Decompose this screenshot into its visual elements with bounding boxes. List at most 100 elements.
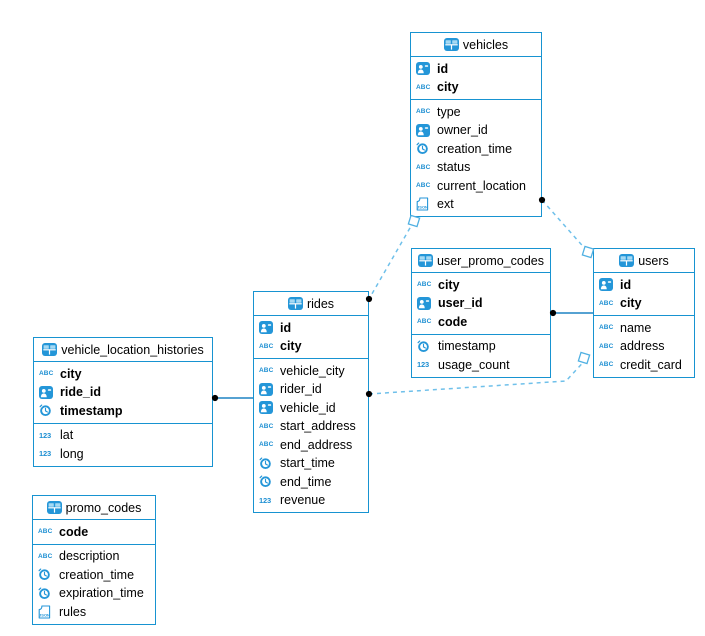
column-timestamp[interactable]: timestamp: [412, 337, 550, 356]
column-timestamp[interactable]: timestamp: [34, 402, 212, 421]
column-name-label: type: [437, 104, 461, 119]
table-header[interactable]: vehicles: [411, 33, 541, 57]
column-start_time[interactable]: start_time: [254, 454, 368, 473]
column-current_location[interactable]: ABC current_location: [411, 177, 541, 196]
column-name-label: revenue: [280, 493, 326, 508]
table-grid-icon: [42, 343, 58, 356]
timestamp-clock-type-icon: [417, 339, 434, 353]
column-owner_id[interactable]: owner_id: [411, 121, 541, 140]
column-user_id[interactable]: user_id: [412, 294, 550, 313]
abc-glyph-label: ABC: [259, 441, 274, 449]
column-name-label: address: [620, 339, 665, 354]
column-rider_id[interactable]: rider_id: [254, 380, 368, 399]
abc-text-type-icon: ABC: [259, 441, 276, 448]
column-creation_time[interactable]: creation_time: [411, 140, 541, 159]
column-name-label: city: [437, 80, 459, 95]
column-expiration_time[interactable]: expiration_time: [33, 584, 155, 603]
json-glyph-label: JSON: [417, 205, 428, 210]
column-name-label: owner_id: [437, 123, 488, 138]
user-badge-type-icon: [599, 278, 616, 292]
column-name-label: current_location: [437, 178, 526, 193]
column-name-label: start_time: [280, 456, 335, 471]
column-name-label: end_time: [280, 474, 332, 489]
table-header[interactable]: rides: [254, 292, 368, 316]
column-usage_count[interactable]: 123 usage_count: [412, 356, 550, 375]
table-title: promo_codes: [65, 500, 142, 515]
table-grid-icon: [619, 254, 635, 267]
json-document-type-icon: JSON: [416, 197, 433, 211]
column-ride_id[interactable]: ride_id: [34, 383, 212, 402]
json-document-type-icon: JSON: [38, 605, 55, 619]
table-grid-icon: [417, 254, 433, 267]
column-name-label: usage_count: [438, 357, 510, 372]
column-name-label: ride_id: [60, 385, 101, 400]
user-badge-type-icon: [259, 401, 276, 415]
abc-text-type-icon: ABC: [416, 182, 433, 189]
timestamp-clock-type-icon: [38, 568, 55, 581]
table-header[interactable]: promo_codes: [33, 496, 155, 520]
column-name-label: start_address: [280, 419, 356, 434]
table-header[interactable]: users: [594, 249, 694, 273]
column-name-label: timestamp: [438, 339, 496, 354]
timestamp-clock-type-icon: [38, 586, 55, 600]
table-title: vehicles: [462, 37, 509, 52]
column-id[interactable]: id: [254, 319, 368, 338]
column-id[interactable]: id: [411, 60, 541, 79]
column-name-label: city: [438, 277, 460, 292]
column-name-label: user_id: [438, 296, 483, 311]
abc-text-type-icon: ABC: [416, 164, 433, 171]
123-glyph-label: 123: [417, 360, 429, 370]
column-end_time[interactable]: end_time: [254, 473, 368, 492]
column-name-label: timestamp: [60, 403, 123, 418]
table-grid-icon: [443, 38, 459, 51]
column-creation_time[interactable]: creation_time: [33, 566, 155, 585]
column-name-label: city: [60, 366, 82, 381]
user-badge-type-icon: [416, 123, 433, 137]
abc-glyph-label: ABC: [259, 367, 274, 375]
timestamp-clock-type-icon: [259, 456, 276, 470]
column-id[interactable]: id: [594, 276, 694, 295]
column-name-label: expiration_time: [59, 586, 144, 601]
column-city[interactable]: ABC city: [411, 78, 541, 97]
table-header[interactable]: vehicle_location_histories: [34, 338, 212, 362]
table-grid-icon: [46, 501, 62, 514]
table-grid-icon: [287, 297, 303, 310]
table-title: user_promo_codes: [436, 253, 544, 268]
column-vehicle_id[interactable]: vehicle_id: [254, 399, 368, 418]
numeric-123-type-icon: 123: [417, 360, 434, 369]
abc-text-type-icon: ABC: [416, 84, 433, 91]
table-header[interactable]: user_promo_codes: [412, 249, 550, 273]
